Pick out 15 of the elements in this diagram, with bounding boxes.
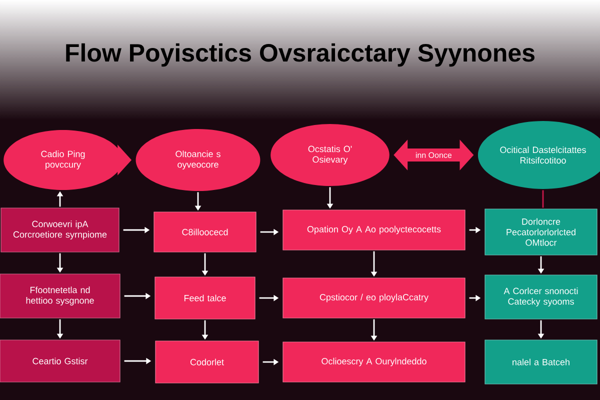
process-box: nalel a Batceh xyxy=(484,340,598,384)
process-box: Cpstiocor / eo ploylaCcatry xyxy=(282,278,466,318)
process-box: Opation Oy A Ao poolyctecocetts xyxy=(282,210,466,250)
connector-line xyxy=(542,190,544,208)
process-box: A Corlcer snonocti Catecky syooms xyxy=(484,274,598,320)
edge-label: inn Oonce xyxy=(414,151,453,159)
process-box: Corwoevri ipA Corcroetiore syrnpiome xyxy=(0,208,120,252)
process-box: Oclioescry A Ourylndeddo xyxy=(282,342,466,382)
process-box: Ceartio Gstisr xyxy=(0,340,120,382)
process-box: C8illoocecd xyxy=(154,212,256,252)
title: Flow Poyisctics Ovsraicctary Syynones xyxy=(66,43,534,67)
process-box: Codorlet xyxy=(155,340,259,384)
process-box: Dorloncre Pecatorlorlorlcted OMtlocr xyxy=(484,208,598,256)
process-box: Feed talce xyxy=(154,276,256,320)
process-box: Ffootnetetla nd hettioo sysgnone xyxy=(0,274,120,318)
